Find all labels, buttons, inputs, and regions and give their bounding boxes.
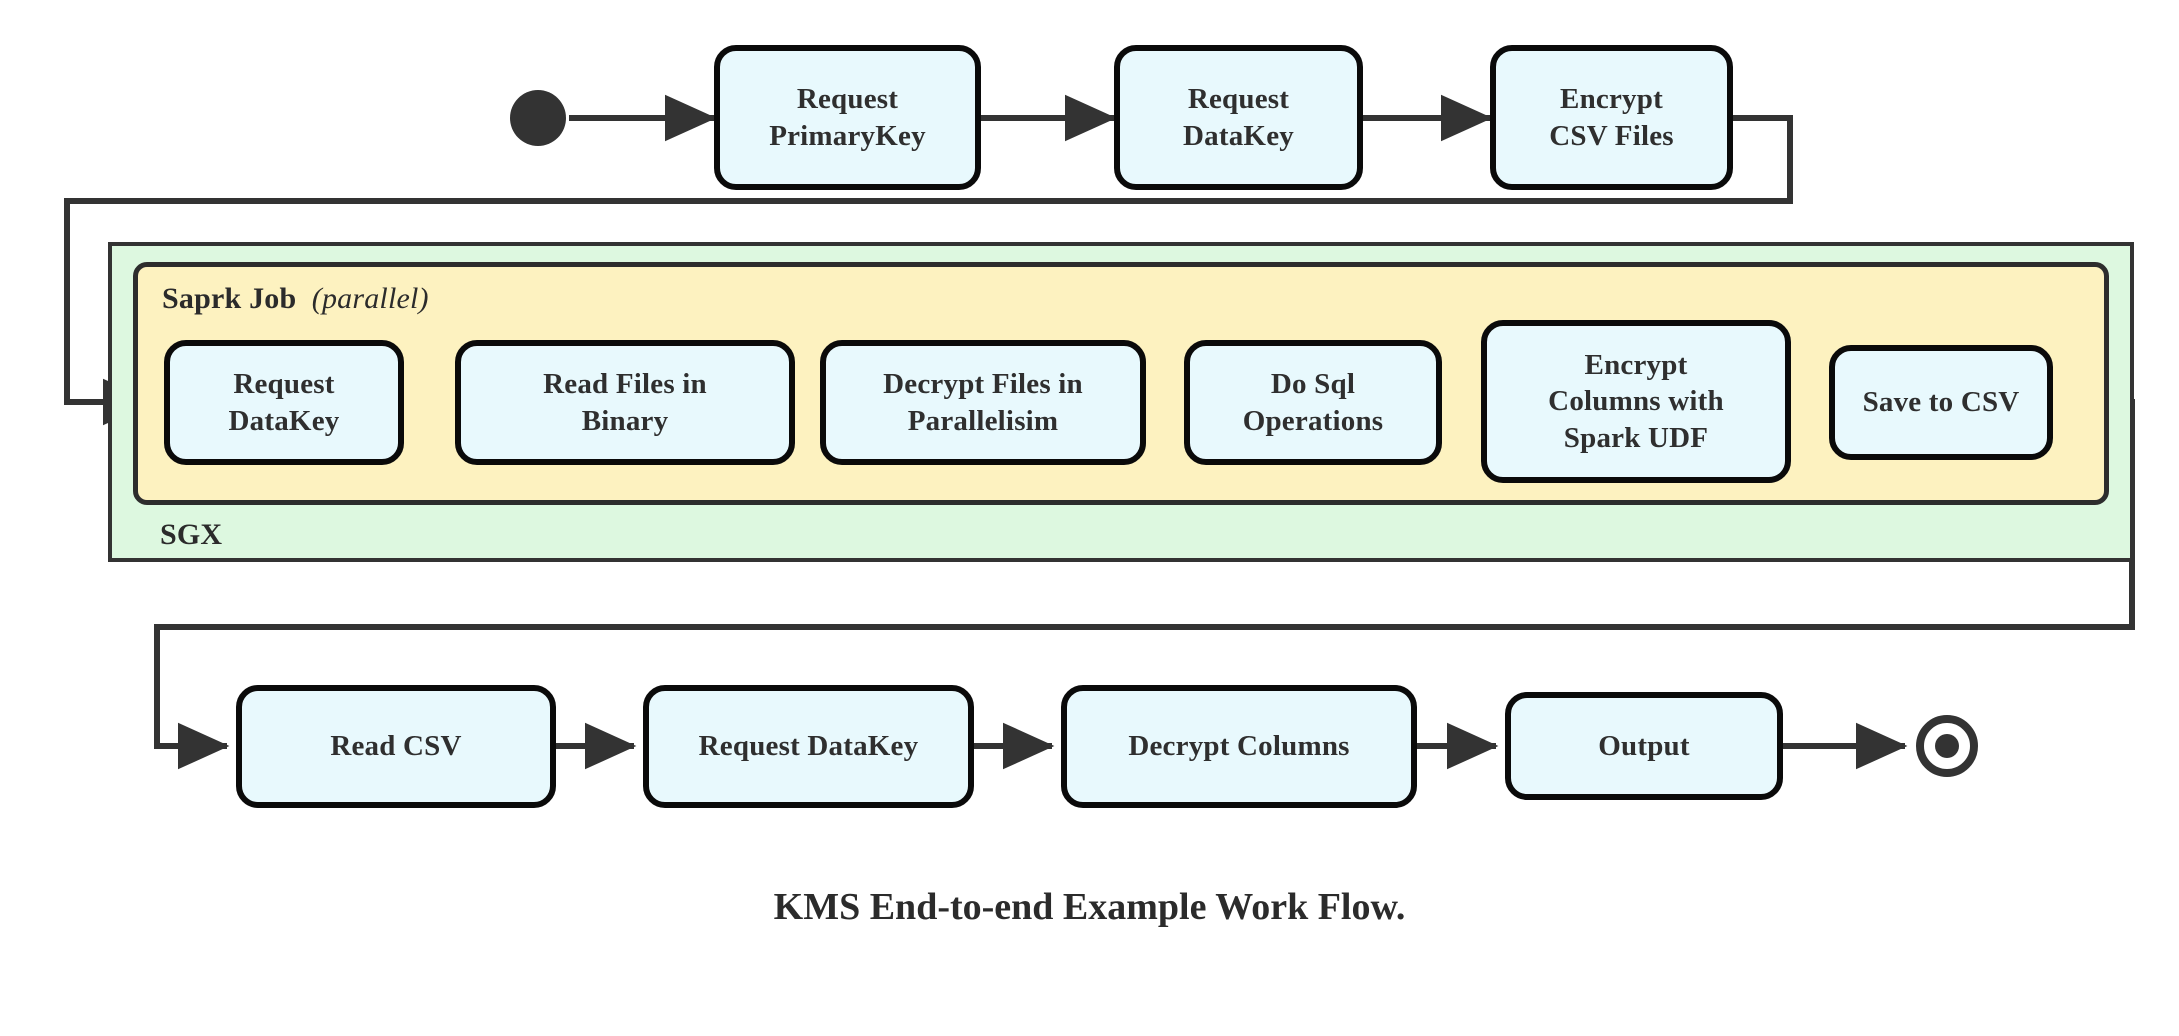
- node-request-datakey-spark[interactable]: Request DataKey: [164, 340, 404, 465]
- node-line-2: CSV Files: [1549, 119, 1674, 152]
- node-request-datakey-bottom[interactable]: Request DataKey: [643, 685, 974, 808]
- node-line-1: Decrypt Columns: [1128, 730, 1350, 763]
- node-read-csv[interactable]: Read CSV: [236, 685, 556, 808]
- node-line-2: Operations: [1242, 404, 1384, 437]
- start-node: [510, 90, 566, 146]
- node-line-1: Do Sql: [1270, 368, 1356, 401]
- node-encrypt-columns-with-spark-udf[interactable]: Encrypt Columns with Spark UDF: [1481, 320, 1791, 483]
- node-line-1: Request: [796, 83, 899, 116]
- node-line-2: Binary: [581, 404, 669, 437]
- node-line-2: DataKey: [1183, 119, 1294, 152]
- node-line-1: Decrypt Files in: [883, 368, 1083, 401]
- container-sgx-label: SGX: [160, 518, 223, 551]
- node-line-1: Encrypt: [1560, 83, 1663, 116]
- diagram-caption: KMS End-to-end Example Work Flow.: [773, 886, 1406, 928]
- node-line-2: Columns with: [1548, 385, 1724, 418]
- node-line-1: Request: [1187, 83, 1290, 116]
- node-line-1: Request DataKey: [698, 730, 919, 763]
- node-save-to-csv[interactable]: Save to CSV: [1829, 345, 2053, 460]
- node-line-1: Encrypt: [1584, 349, 1688, 382]
- container-spark-job-label: Saprk Job (parallel): [162, 282, 429, 316]
- node-request-primarykey[interactable]: Request PrimaryKey: [714, 45, 981, 190]
- node-read-files-in-binary[interactable]: Read Files in Binary: [455, 340, 795, 465]
- end-node: [1916, 715, 1978, 777]
- spark-job-label-parallel: (parallel): [311, 282, 429, 315]
- node-line-2: PrimaryKey: [769, 119, 926, 152]
- node-line-2: DataKey: [228, 404, 340, 437]
- node-decrypt-columns[interactable]: Decrypt Columns: [1061, 685, 1417, 808]
- node-line-3: Spark UDF: [1563, 421, 1709, 454]
- spark-job-label-text: Saprk Job: [162, 282, 297, 315]
- node-line-2: Parallelisim: [907, 404, 1059, 437]
- node-line-1: Save to CSV: [1862, 386, 2020, 419]
- node-output[interactable]: Output: [1505, 692, 1783, 800]
- node-line-1: Read CSV: [330, 730, 462, 763]
- node-line-1: Read Files in: [543, 368, 707, 401]
- node-line-1: Output: [1598, 729, 1690, 762]
- node-decrypt-files-in-parallelisim[interactable]: Decrypt Files in Parallelisim: [820, 340, 1146, 465]
- node-request-datakey-top[interactable]: Request DataKey: [1114, 45, 1363, 190]
- node-line-1: Request: [233, 368, 335, 401]
- node-do-sql-operations[interactable]: Do Sql Operations: [1184, 340, 1442, 465]
- node-encrypt-csv-files[interactable]: Encrypt CSV Files: [1490, 45, 1733, 190]
